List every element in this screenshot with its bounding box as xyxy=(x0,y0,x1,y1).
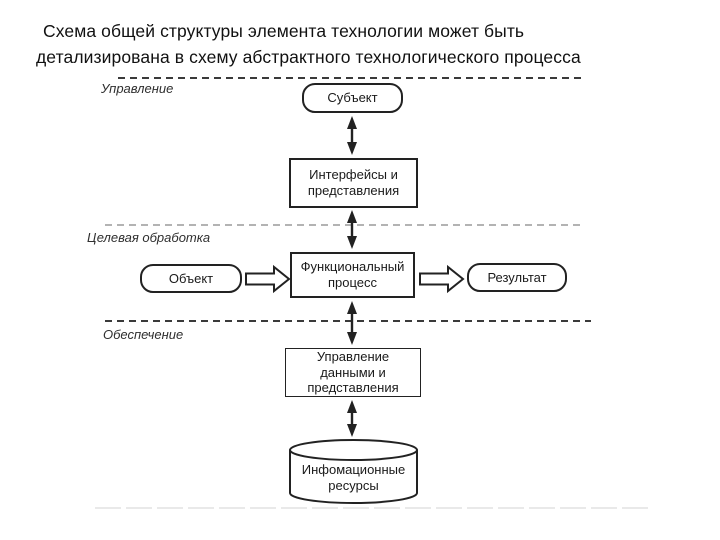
arrow-process-result xyxy=(419,264,465,294)
node-result: Результат xyxy=(467,263,567,292)
node-subject: Субъект xyxy=(302,83,403,113)
arrow-object-process xyxy=(245,264,291,294)
slide-title: Схема общей структуры элемента технологи… xyxy=(36,18,696,70)
slide-title-line-2: детализирована в схему абстрактного техн… xyxy=(36,47,581,67)
database-cylinder xyxy=(289,439,418,504)
node-object: Объект xyxy=(140,264,242,293)
node-interfaces: Интерфейсы и представления xyxy=(289,158,418,208)
section-label-control: Управление xyxy=(101,81,174,96)
section-label-support: Обеспечение xyxy=(103,327,184,342)
node-info-resources: Инфомационные ресурсы xyxy=(301,462,406,493)
node-data-management: Управление данными и представления xyxy=(285,348,421,397)
arrow-datamgmt-resources xyxy=(347,400,357,437)
arrow-process-datamgmt xyxy=(347,301,357,345)
node-functional-process: Функциональный процесс xyxy=(290,252,415,298)
section-label-target-processing: Целевая обработка xyxy=(87,230,211,245)
arrow-subject-interfaces xyxy=(347,116,357,155)
slide-title-line-1: Схема общей структуры элемента технологи… xyxy=(43,21,525,41)
arrow-interfaces-process xyxy=(347,210,357,249)
